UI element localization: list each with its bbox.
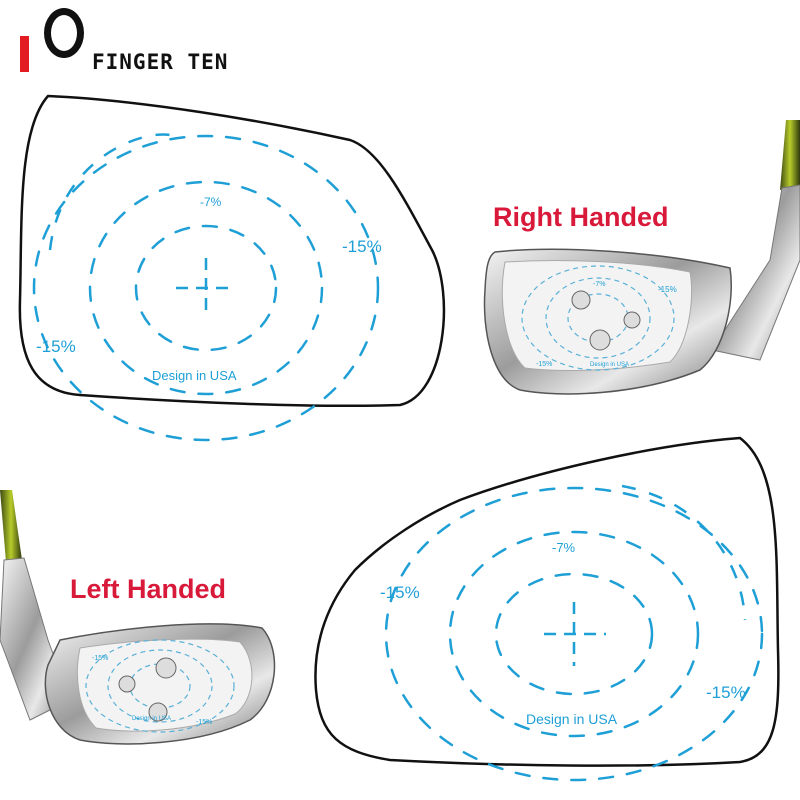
ring-middle: [448, 530, 700, 738]
footer-label: Design in USA: [526, 711, 618, 727]
ball-mark-cluster: [118, 657, 177, 722]
ring-outer: [32, 134, 380, 442]
edge-value-label-right: -15%: [342, 237, 382, 256]
center-crosshair: [176, 258, 236, 318]
brand-bar-mark: [20, 36, 29, 72]
sticker-outline: [18, 94, 446, 408]
edge-value-label-left: -15%: [380, 583, 420, 602]
club-face-sticker: [501, 259, 693, 371]
club-shaft: [0, 490, 22, 562]
ring-outer: [384, 486, 764, 782]
left-handed-label: Left Handed: [70, 574, 227, 604]
sticker-outer-arc: [48, 133, 171, 251]
club-edge-value-right: -15%: [196, 719, 212, 726]
club-shaft: [780, 120, 800, 190]
ball-mark-cluster: [571, 290, 641, 351]
ring-inner: [134, 224, 278, 352]
sticker-outer-arc: [621, 484, 747, 621]
club-hosel: [711, 184, 800, 361]
center-value-label: -7%: [552, 540, 576, 555]
edge-value-label-left: -15%: [36, 337, 76, 356]
sticker-left-large: -7% -15% -15% Design in USA: [314, 436, 780, 782]
brand-name: FINGER TEN: [92, 50, 229, 74]
club-edge-value-left: -15%: [536, 361, 552, 368]
right-handed-label: Right Handed: [493, 202, 669, 232]
brand-o-mark: [44, 8, 84, 58]
club-footer-label: Design in USA: [132, 716, 171, 722]
ring-inner: [494, 572, 654, 696]
club-edge-value-right: -15%: [658, 285, 677, 294]
edge-value-label-right: -15%: [706, 683, 746, 702]
club-center-value: -7%: [593, 281, 605, 288]
club-right-handed: -7% -15% -15% Design in USA: [483, 120, 800, 395]
center-value-label: -7%: [200, 195, 222, 209]
club-left-handed: -15% -15% Design in USA: [0, 490, 276, 745]
center-crosshair: [544, 602, 606, 666]
sticker-outline: [314, 436, 780, 767]
club-footer-label: Design in USA: [590, 362, 629, 368]
club-face-sticker: [76, 638, 253, 732]
sticker-right-large: -7% -15% -15% Design in USA: [18, 94, 446, 442]
footer-label: Design in USA: [152, 368, 237, 383]
ring-middle: [88, 180, 324, 396]
club-edge-value-left: -15%: [92, 655, 108, 662]
